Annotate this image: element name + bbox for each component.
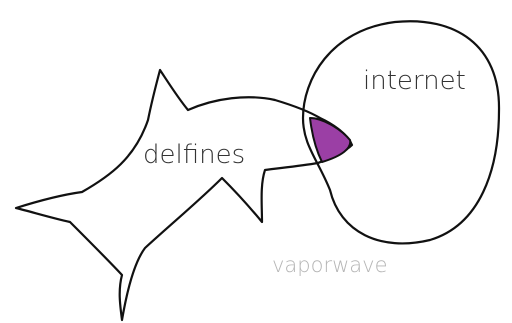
overlap-region [310,118,350,162]
label-internet: internet [363,68,466,94]
label-vaporwave: vaporwave [272,255,388,276]
dolphin-shape [16,70,352,320]
label-delfines: delfines [143,142,245,168]
